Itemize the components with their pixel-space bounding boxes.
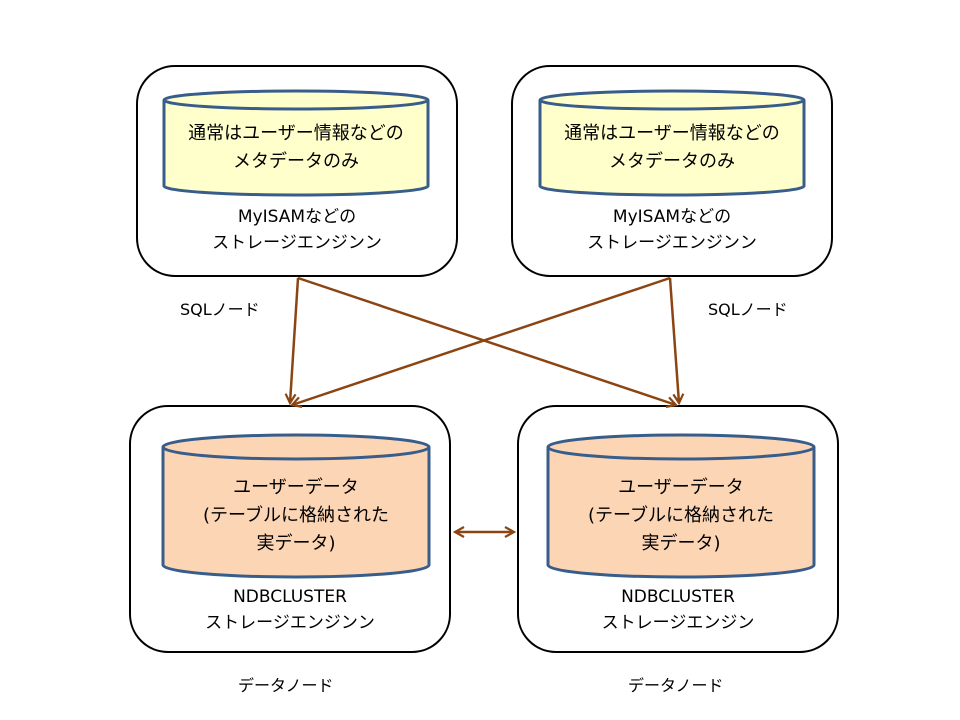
arrow-sql2-to-data1 [292,276,671,405]
sql-node-2-db-line1: 通常はユーザー情報などの [564,123,780,144]
sql-db-cylinder-2 [538,89,806,197]
sql-node-1-db-line2: メタデータのみ [233,151,359,172]
sql-node-1-label: SQLノード [180,300,260,319]
data-node-2-db-line3: 実データ) [641,533,721,554]
sql-node-2-engine-line2: ストレージエンジンン [587,233,757,253]
data-node-1-db-line1: ユーザーデータ [233,477,359,498]
sql-node-1-db-line1: 通常はユーザー情報などの [188,123,404,144]
sql-db-cylinder-1 [162,89,430,197]
data-db-cylinder-2 [546,433,816,579]
data-node-2-db-text: ユーザーデータ (テーブルに格納された 実データ) [548,474,814,558]
data-node-1-db-line3: 実データ) [256,533,336,554]
sql-node-2-db-line2: メタデータのみ [609,151,735,172]
sql-node-1-db-text: 通常はユーザー情報などの メタデータのみ [164,120,428,176]
arrow-sql2-to-data2 [668,277,679,403]
data-node-2-label: データノード [628,676,724,695]
data-db-cylinder-1 [161,433,431,579]
data-node-2-engine-line1: NDBCLUSTER [621,587,735,607]
data-node-1-label: データノード [238,676,334,695]
arrow-sql1-to-data1 [290,277,300,403]
sql-node-2-db-text: 通常はユーザー情報などの メタデータのみ [540,120,804,176]
data-node-1-engine-line1: NDBCLUSTER [233,587,347,607]
data-node-2-db-line1: ユーザーデータ [618,477,744,498]
sql-node-1-engine-line2: ストレージエンジンン [212,233,382,253]
sql-node-2-label: SQLノード [708,300,788,319]
data-node-1-engine-line2: ストレージエンジンン [205,613,375,633]
data-node-1-db-line2: (テーブルに格納された [203,505,389,526]
sql-node-1-engine: MyISAMなどの ストレージエンジンン [137,204,457,256]
sql-node-2-engine: MyISAMなどの ストレージエンジンン [512,204,832,256]
data-node-2-engine-line2: ストレージエンジン [601,613,755,633]
sql-node-1-engine-line1: MyISAMなどの [237,207,357,227]
arrow-sql1-to-data2 [297,276,676,405]
data-node-2-engine: NDBCLUSTER ストレージエンジン [518,584,838,636]
sql-node-2-engine-line1: MyISAMなどの [612,207,732,227]
data-node-1-engine: NDBCLUSTER ストレージエンジンン [130,584,450,636]
data-node-2-db-line2: (テーブルに格納された [588,505,774,526]
data-node-1-db-text: ユーザーデータ (テーブルに格納された 実データ) [163,474,429,558]
